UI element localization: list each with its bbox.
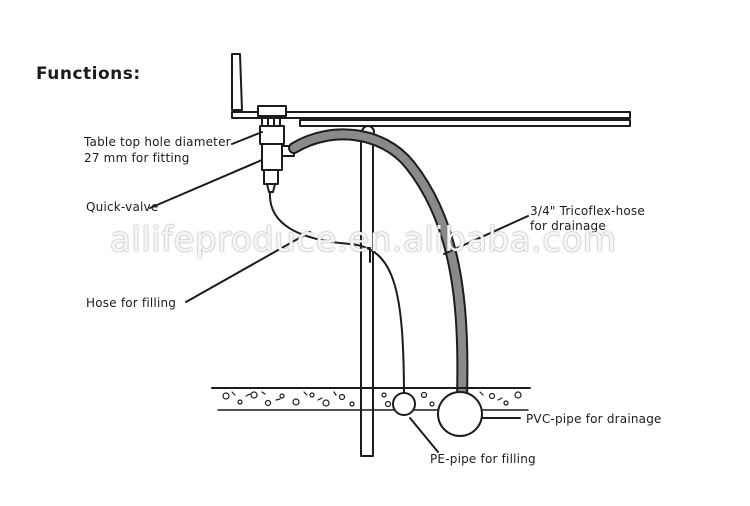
watermark: allifeproduce.en.alibaba.com [110, 220, 617, 260]
table-leg [360, 137, 374, 457]
leader-hose-filling [185, 231, 311, 303]
pvc-pipe [437, 391, 483, 437]
table-top [231, 111, 631, 119]
filling-hose [268, 191, 405, 401]
fitting-thread [261, 115, 281, 129]
label-tricoflex-line1: 3/4" Tricoflex-hose [530, 204, 645, 218]
fitting-top [257, 105, 287, 117]
quick-valve-body [261, 143, 283, 171]
ground-gravel [222, 391, 522, 408]
label-table-top-line1: Table top hole diameter [84, 135, 231, 149]
diagram-title: Functions: [36, 64, 141, 84]
label-quick-valve: Quick-valve [86, 200, 159, 214]
quick-valve-tip [266, 183, 276, 193]
leader-tricoflex [443, 215, 529, 255]
label-hose-for-filling: Hose for filling [86, 296, 177, 310]
fitting-body [259, 125, 285, 145]
leader-quick-valve [149, 159, 263, 209]
label-tricoflex-line2: for drainage [530, 219, 606, 233]
leader-pe [409, 417, 439, 453]
tricoflex-hose-inner [290, 130, 467, 402]
label-tricoflex-hose: 3/4" Tricoflex-hose for drainage [530, 204, 645, 234]
label-table-top-line2: 27 mm for fitting [84, 151, 190, 165]
basin-wall [231, 53, 243, 111]
label-pe-pipe: PE-pipe for filling [430, 452, 536, 466]
quick-valve-outlet [263, 169, 279, 185]
label-table-top-hole: Table top hole diameter 27 mm for fittin… [84, 134, 231, 166]
tricoflex-hose [288, 128, 469, 404]
label-pvc-pipe: PVC-pipe for drainage [526, 412, 662, 426]
leader-table-top [231, 131, 263, 145]
table-underside [299, 119, 631, 127]
pe-pipe [392, 392, 416, 416]
